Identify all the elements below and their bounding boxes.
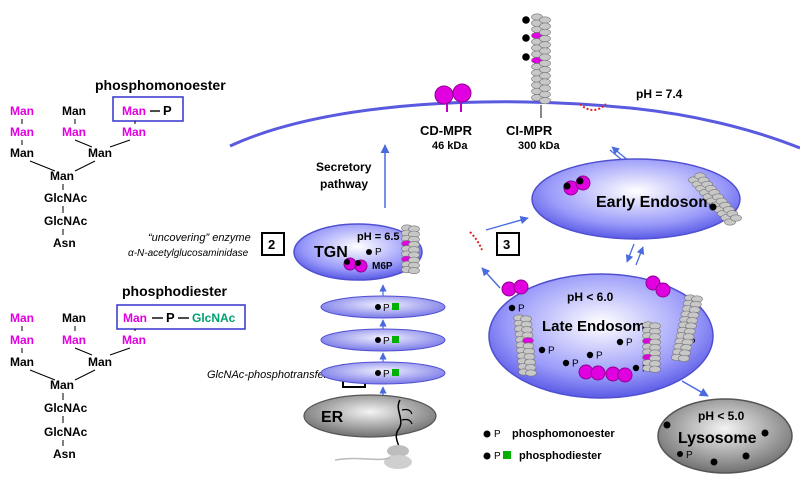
plasma-membrane <box>229 100 800 150</box>
man-d1: Man <box>10 311 34 325</box>
legend: P phosphomonoester P phosphodiester <box>483 428 615 462</box>
ci-mpr-receptor <box>522 13 551 118</box>
man-d2: Man <box>62 311 86 325</box>
tgn-p: P <box>375 247 382 258</box>
phosphodiester-p: P <box>166 310 175 325</box>
man-c2: Man <box>88 146 112 160</box>
tgn-bud <box>469 231 483 251</box>
cd-mpr-label: CD-MPR <box>420 123 473 138</box>
glcnac-2: GlcNAc <box>44 214 88 228</box>
phosphomonoester-glycan: phosphomonoester Man Man Man P Man Man M… <box>10 77 226 250</box>
phosphate-p: P <box>163 103 172 118</box>
step-3-label: 3 <box>503 237 510 252</box>
legend-monoester: phosphomonoester <box>512 428 615 440</box>
uncovering-enzyme-name: α-N-acetylglucosaminidase <box>128 248 249 259</box>
cd-mpr-receptor <box>434 83 472 112</box>
tgn-cd-mpr <box>343 257 368 273</box>
er-label: ER <box>321 409 344 426</box>
tgn-ph: pH = 6.5 <box>357 231 400 243</box>
uncovering-enzyme-label: “uncovering” enzyme <box>148 232 251 244</box>
lysosome-label: Lysosome <box>678 430 757 447</box>
ci-mpr-kda: 300 kDa <box>518 140 560 152</box>
phosphate-box <box>112 96 184 122</box>
asn: Asn <box>53 236 76 250</box>
man-e2: Man <box>62 333 86 347</box>
glcnac-4: GlcNAc <box>44 425 88 439</box>
asn-2: Asn <box>53 447 76 461</box>
man-c1: Man <box>10 146 34 160</box>
late-p-label-2: P <box>572 359 579 370</box>
er <box>303 394 437 438</box>
man-core-2: Man <box>50 378 74 392</box>
man-a2: Man <box>62 104 86 118</box>
secretory-label-1: Secretory <box>316 160 372 174</box>
lysosome-ligands: P <box>663 421 769 466</box>
man-e3: Man <box>122 333 146 347</box>
golgi-p-2: P <box>383 336 390 347</box>
glcnac-3: GlcNAc <box>44 401 88 415</box>
tgn-label: TGN <box>314 244 348 261</box>
man-b2: Man <box>62 125 86 139</box>
man-e1: Man <box>10 333 34 347</box>
golgi-stack: P P P <box>320 284 446 397</box>
man-d3: Man <box>123 311 147 325</box>
legend-monoester-p: P <box>494 429 501 440</box>
lysosome-p: P <box>686 450 693 461</box>
tgn-m6p: M6P <box>372 261 393 272</box>
ci-mpr-label: CI-MPR <box>506 123 553 138</box>
transferase-label: GlcNAc-phosphotransferase <box>207 369 345 381</box>
late-p-label-3: P <box>626 338 633 349</box>
late-p-label-4: P <box>596 351 603 362</box>
golgi-p-3: P <box>383 369 390 380</box>
late-p-label-0: P <box>518 304 525 315</box>
late-endosome-cargo <box>501 275 671 383</box>
glcnac-cap: GlcNAc <box>192 311 236 325</box>
lysosome-ph: pH < 5.0 <box>698 409 745 423</box>
phosphodiester-title: phosphodiester <box>122 283 228 299</box>
golgi-p-1: P <box>383 303 390 314</box>
man-b1: Man <box>10 125 34 139</box>
tgn <box>293 223 423 281</box>
secretory-label-2: pathway <box>320 177 368 191</box>
cd-mpr-kda: 46 kDa <box>432 140 468 152</box>
phosphodiester-box <box>116 304 246 330</box>
man-b3: Man <box>122 125 146 139</box>
phosphomonoester-title: phosphomonoester <box>95 77 226 93</box>
lysosome <box>657 398 793 474</box>
man-core: Man <box>50 169 74 183</box>
late-endosome-label: Late Endosome <box>542 318 654 335</box>
man-f1: Man <box>10 355 34 369</box>
early-endosome-label: Early Endosome <box>596 194 721 211</box>
legend-diester-p: P <box>494 451 501 462</box>
late-endosome-ci-mpr <box>513 294 703 377</box>
phosphodiester-glycan: phosphodiester Man Man Man P GlcNAc Man … <box>10 283 246 461</box>
step-3-box <box>496 232 520 256</box>
ribosome-translocon <box>334 399 413 469</box>
man-a1: Man <box>10 104 34 118</box>
tgn-ci-mpr <box>401 224 420 275</box>
step-2-label: 2 <box>268 237 275 252</box>
early-endosome-ci-mpr <box>688 172 742 226</box>
early-endosome-cargo <box>563 175 591 196</box>
legend-diester: phosphodiester <box>519 450 602 462</box>
man-f2: Man <box>88 355 112 369</box>
late-p-label-1: P <box>548 346 555 357</box>
late-endosome-ph: pH < 6.0 <box>567 290 614 304</box>
step-2-box <box>261 232 285 256</box>
glcnac-1: GlcNAc <box>44 191 88 205</box>
man-a3: Man <box>122 104 146 118</box>
extracellular-ph: pH = 7.4 <box>636 87 683 101</box>
